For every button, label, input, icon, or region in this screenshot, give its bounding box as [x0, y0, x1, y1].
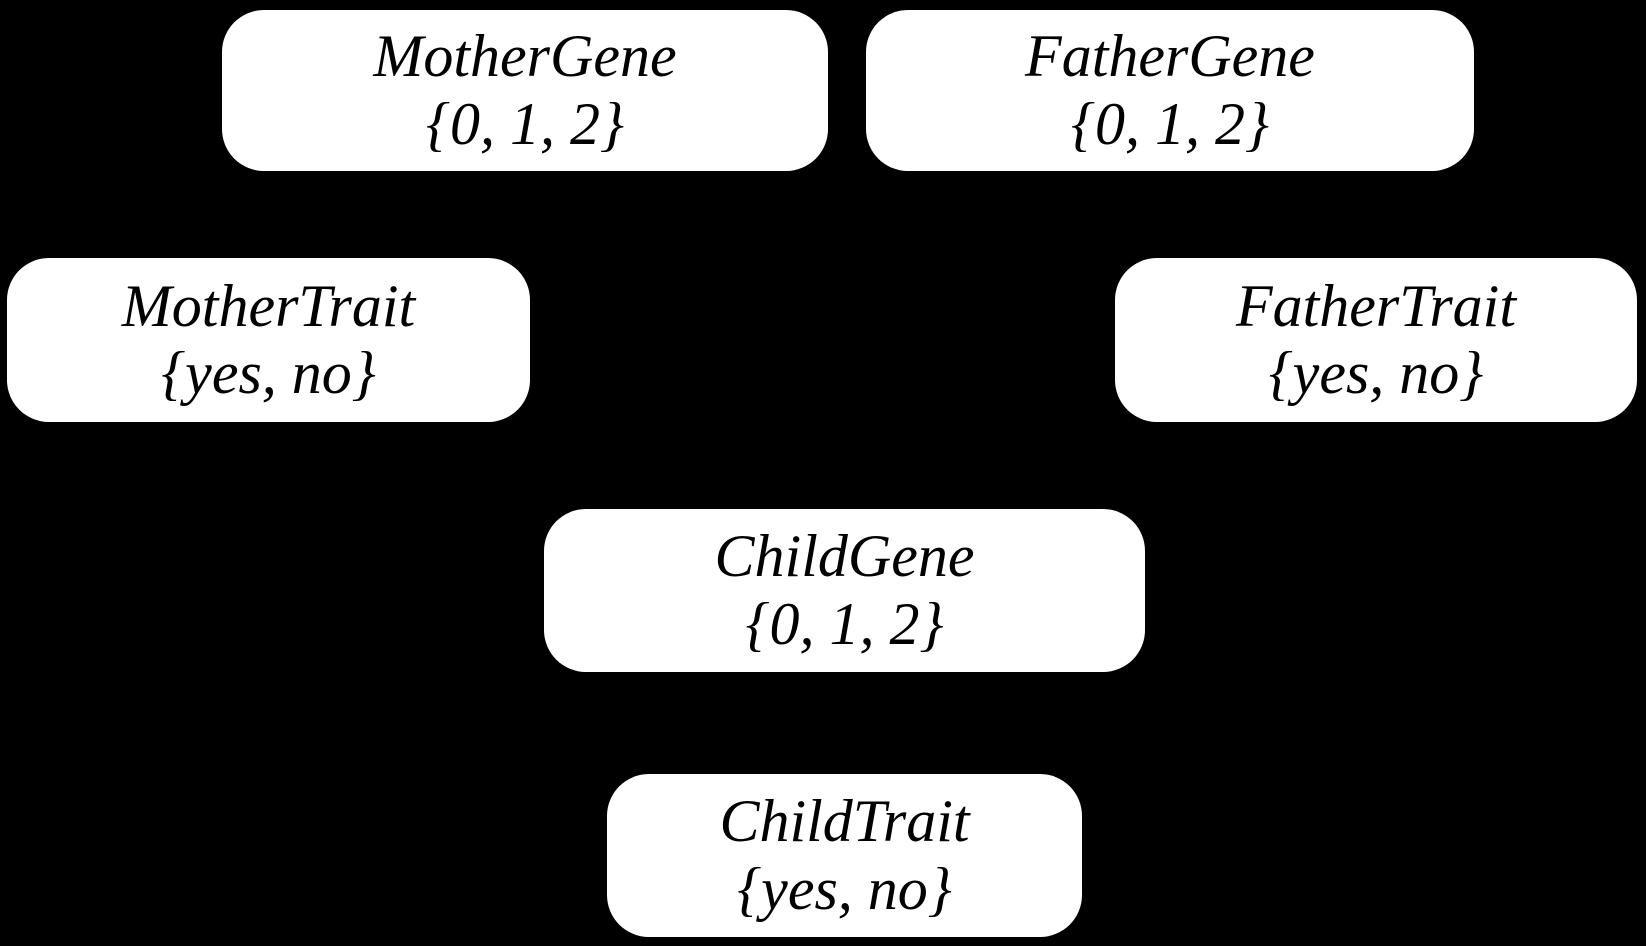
node-father-gene-label: FatherGene	[1025, 23, 1315, 90]
node-mother-trait: MotherTrait {yes, no}	[7, 258, 530, 422]
node-father-trait-label: FatherTrait	[1235, 272, 1517, 339]
node-father-trait-domain: {yes, no}	[1268, 340, 1484, 406]
node-father-gene: FatherGene {0, 1, 2}	[866, 10, 1474, 171]
node-child-trait-domain: {yes, no}	[737, 855, 952, 922]
node-father-gene-domain: {0, 1, 2}	[1071, 90, 1269, 157]
node-child-gene-domain: {0, 1, 2}	[745, 590, 944, 657]
node-mother-gene: MotherGene {0, 1, 2}	[222, 10, 828, 171]
node-child-trait: ChildTrait {yes, no}	[607, 774, 1082, 937]
node-mother-trait-label: MotherTrait	[121, 272, 416, 339]
node-mother-gene-domain: {0, 1, 2}	[426, 90, 624, 157]
node-child-gene-label: ChildGene	[714, 523, 975, 590]
node-mother-trait-domain: {yes, no}	[161, 340, 376, 406]
node-mother-gene-label: MotherGene	[373, 23, 677, 90]
node-child-gene: ChildGene {0, 1, 2}	[544, 509, 1145, 672]
node-father-trait: FatherTrait {yes, no}	[1115, 258, 1637, 422]
node-child-trait-label: ChildTrait	[719, 788, 970, 855]
